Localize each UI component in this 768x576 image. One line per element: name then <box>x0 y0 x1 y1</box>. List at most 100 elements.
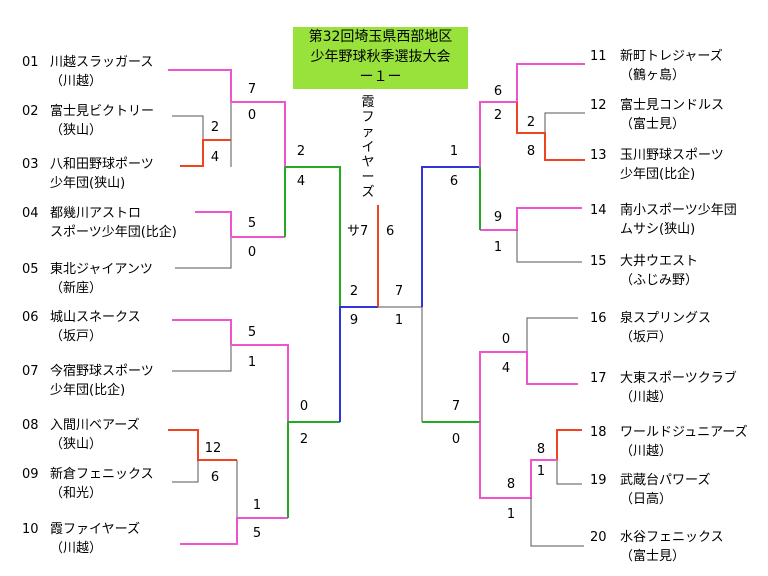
title-line-1: 第32回埼玉県西部地区 <box>308 29 453 45</box>
match-score: 0 <box>299 399 309 414</box>
team-number: 07 <box>22 364 39 379</box>
team-name: 川越スラッガース <box>50 55 154 70</box>
team-number: 10 <box>22 522 39 537</box>
match-score: 8 <box>506 477 516 492</box>
match-score: 6 <box>493 84 503 99</box>
team-name: 入間川ベアーズ <box>50 418 140 433</box>
team-location: 少年団(比企) <box>620 167 696 182</box>
champion-name: 霞 フ ァ イ ヤ ー ズ <box>358 95 378 200</box>
match-score: 1 <box>394 313 404 328</box>
bracket-line <box>530 498 584 547</box>
title-line-2: 少年野球秋季選抜大会 <box>310 49 451 65</box>
bracket-line <box>556 460 582 485</box>
match-score: 2 <box>493 108 503 123</box>
team-number: 19 <box>590 473 607 488</box>
team-name: 新倉フェニックス <box>50 467 154 482</box>
team-number: 18 <box>590 425 607 440</box>
bracket-line <box>172 115 204 140</box>
team-number: 15 <box>590 254 607 269</box>
title-line-3: ー１ー <box>359 69 402 85</box>
tournament-title: 第32回埼玉県西部地区 少年野球秋季選抜大会 ー１ー <box>293 27 468 89</box>
champion-char: フ <box>361 110 375 125</box>
team-name: 今宿野球スポーツ <box>50 364 154 379</box>
bracket-line <box>168 69 232 102</box>
match-score: 2 <box>299 432 309 447</box>
team-number: 20 <box>590 530 607 545</box>
team-location: スポーツ少年団(比企) <box>50 225 177 240</box>
team-location: （富士見） <box>620 549 686 564</box>
champion-char: ー <box>361 170 375 185</box>
bracket-line <box>544 112 585 133</box>
match-score: 1 <box>252 498 262 513</box>
team-number: 16 <box>590 311 607 326</box>
match-score: 5 <box>247 216 257 231</box>
team-number: 09 <box>22 467 39 482</box>
match-score: 4 <box>210 150 220 165</box>
team-number: 06 <box>22 310 39 325</box>
team-location: （坂戸） <box>620 330 673 345</box>
bracket-line <box>516 230 582 263</box>
team-name: 武蔵台パワーズ <box>620 473 711 488</box>
bracket-line <box>285 166 341 307</box>
champion-char: ァ <box>361 125 375 140</box>
team-location: （富士見） <box>620 117 686 132</box>
match-score: 2 <box>526 115 536 130</box>
match-score: 1 <box>536 464 546 479</box>
team-location: （坂戸） <box>50 329 103 344</box>
bracket-line <box>526 317 578 352</box>
team-name: 八和田野球ポーツ <box>50 157 154 172</box>
bracket-line <box>556 429 582 460</box>
match-score: 0 <box>451 432 461 447</box>
match-score: 2 <box>210 120 220 135</box>
champion-char: イ <box>361 140 375 155</box>
match-score: 9 <box>349 313 359 328</box>
team-location: （新座） <box>50 281 103 296</box>
match-score: 4 <box>296 174 306 189</box>
team-name: 富士見ビクトリー <box>50 104 155 119</box>
team-name: 水谷フェニックス <box>620 530 724 545</box>
match-score: 2 <box>296 144 306 159</box>
team-number: 04 <box>22 206 39 221</box>
team-number: 14 <box>590 203 607 218</box>
team-location: （狭山） <box>50 437 103 452</box>
team-location: （ふじみ野） <box>620 273 699 288</box>
match-score: 0 <box>247 108 257 123</box>
match-score: 5 <box>252 526 262 541</box>
team-location: （川越） <box>50 541 103 556</box>
match-score: 1 <box>493 240 503 255</box>
team-name: 富士見コンドルス <box>620 98 725 113</box>
match-score: 7 <box>247 82 257 97</box>
match-score: 6 <box>449 174 459 189</box>
bracket-line <box>479 351 578 422</box>
team-number: 02 <box>22 104 39 119</box>
team-name: 大東スポーツクラブ <box>620 371 737 386</box>
match-score: 7 <box>394 284 404 299</box>
match-score: 1 <box>247 355 257 370</box>
team-number: 01 <box>22 55 39 70</box>
team-location: （川越） <box>50 74 103 89</box>
team-location: （鶴ヶ島） <box>620 68 686 83</box>
team-name: 大井ウエスト <box>620 254 699 269</box>
team-number: 05 <box>22 262 39 277</box>
bracket-line <box>172 345 232 372</box>
champion-char: 霞 <box>361 95 375 110</box>
match-score: 9 <box>493 210 503 225</box>
team-location: ムサシ(狭山) <box>620 222 696 237</box>
match-score: 0 <box>501 332 511 347</box>
bracket-line <box>180 517 288 545</box>
bracket-line <box>168 429 237 461</box>
team-name: 霞ファイヤーズ <box>50 522 140 537</box>
team-number: 03 <box>22 157 39 172</box>
match-score: 5 <box>247 325 257 340</box>
bracket-line <box>421 166 480 307</box>
team-name: 東北ジャイアンツ <box>50 262 153 277</box>
match-score: 0 <box>247 245 257 260</box>
bracket-line <box>480 207 582 231</box>
champion-char: ズ <box>361 185 375 200</box>
match-score: 8 <box>536 442 546 457</box>
bracket-line <box>339 306 378 422</box>
team-name: ワールドジュニアーズ <box>620 425 748 440</box>
match-score: 6 <box>210 470 220 485</box>
team-number: 11 <box>590 49 607 64</box>
match-score: 8 <box>526 144 536 159</box>
